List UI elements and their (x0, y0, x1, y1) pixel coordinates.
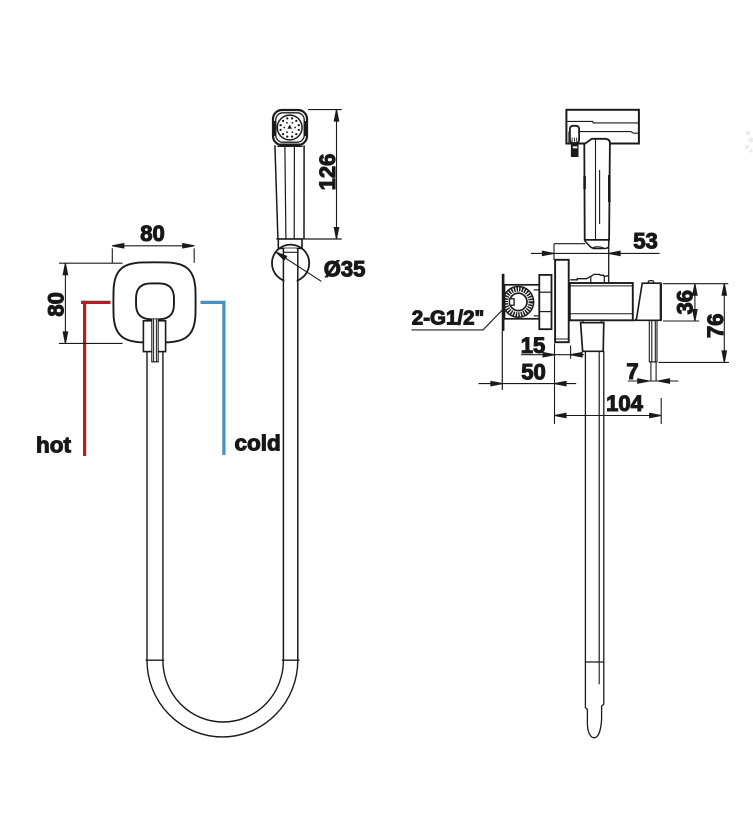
svg-text:76: 76 (703, 314, 728, 338)
svg-text:hot: hot (36, 433, 71, 458)
svg-text:2-G1/2": 2-G1/2" (412, 307, 484, 330)
svg-text:126: 126 (315, 154, 340, 191)
svg-text:36: 36 (673, 290, 698, 314)
svg-text:cold: cold (235, 431, 281, 456)
svg-text:7: 7 (626, 359, 638, 384)
svg-text:80: 80 (44, 292, 69, 316)
svg-text:53: 53 (633, 229, 657, 254)
svg-text:104: 104 (606, 391, 643, 416)
svg-text:Ø35: Ø35 (324, 256, 366, 281)
svg-text:50: 50 (521, 360, 545, 385)
svg-text:80: 80 (140, 221, 164, 246)
svg-text:15: 15 (521, 333, 545, 358)
